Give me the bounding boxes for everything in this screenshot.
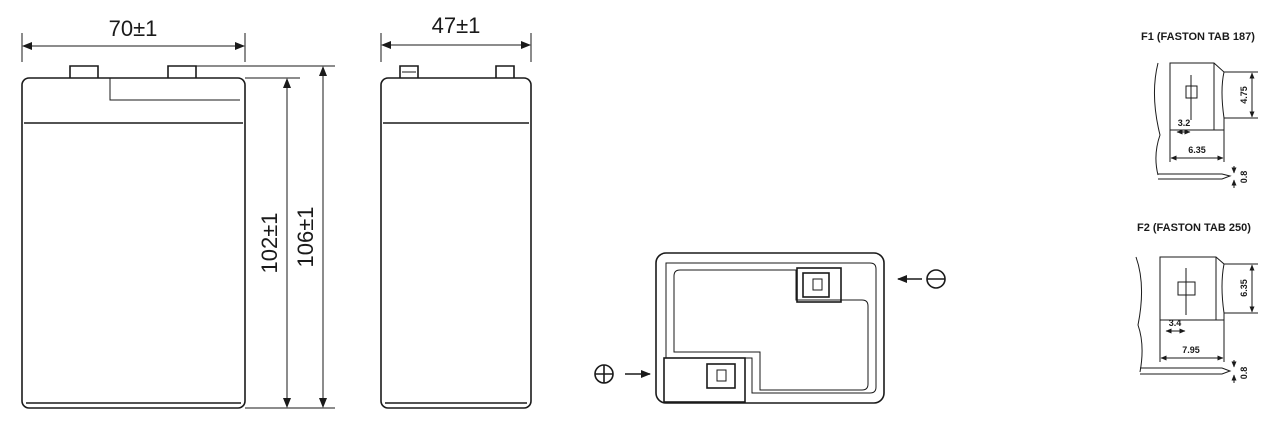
positive-terminal-hole (716, 369, 727, 382)
top-inner-recess (673, 269, 869, 391)
side-depth-label: 47±1 (432, 13, 481, 38)
f1-width-label: 6.35 (1188, 145, 1206, 155)
f2-tab-outline (1159, 256, 1225, 321)
terminal-f2-title: F2 (FASTON TAB 250) (1137, 222, 1251, 234)
f1-break-line (1153, 62, 1161, 176)
positive-symbol-icon (594, 364, 614, 384)
f1-height-label: 4.75 (1239, 86, 1249, 104)
front-width-label: 70±1 (109, 16, 158, 41)
front-view: 70±1 102±1 106±1 (21, 16, 335, 409)
side-terminal-right (495, 65, 515, 78)
positive-terminal-base (663, 357, 746, 403)
side-view: 47±1 (380, 13, 532, 409)
f1-thickness-label: 0.8 (1239, 171, 1249, 184)
f1-tab-outline (1169, 62, 1225, 131)
f2-height-label: 6.35 (1239, 279, 1249, 297)
top-view (594, 252, 946, 404)
front-lid-step (109, 78, 240, 101)
positive-terminal-tab (706, 363, 736, 389)
negative-symbol-icon (926, 269, 946, 289)
terminal-f1-title: F1 (FASTON TAB 187) (1141, 31, 1255, 43)
f1-profile (1158, 173, 1232, 180)
f2-width-label: 7.95 (1182, 345, 1200, 355)
terminal-f2-detail: F2 (FASTON TAB 250) 6.35 3.4 7.95 0.8 (1135, 222, 1258, 383)
f2-hole-label: 3.4 (1169, 318, 1182, 328)
f2-thickness-label: 0.8 (1239, 367, 1249, 380)
front-height-inner-label: 102±1 (257, 212, 282, 273)
front-height-outer-label: 106±1 (293, 206, 318, 267)
f1-hole-label: 3.2 (1178, 118, 1191, 128)
negative-terminal-base (796, 267, 842, 303)
negative-terminal-tab (802, 272, 830, 298)
terminal-f1-detail: F1 (FASTON TAB 187) 4.75 3.2 6.35 0.8 (1141, 31, 1258, 188)
negative-terminal-hole (812, 278, 823, 291)
top-inner-outline (665, 262, 877, 394)
side-case-outline (380, 77, 532, 409)
front-terminal-right (167, 65, 197, 78)
f2-profile (1140, 367, 1232, 375)
front-case-outline (21, 77, 246, 409)
top-case-outline (655, 252, 885, 404)
front-terminal-left (69, 65, 99, 78)
f2-break-line (1135, 256, 1143, 373)
side-terminal-left (399, 65, 419, 78)
